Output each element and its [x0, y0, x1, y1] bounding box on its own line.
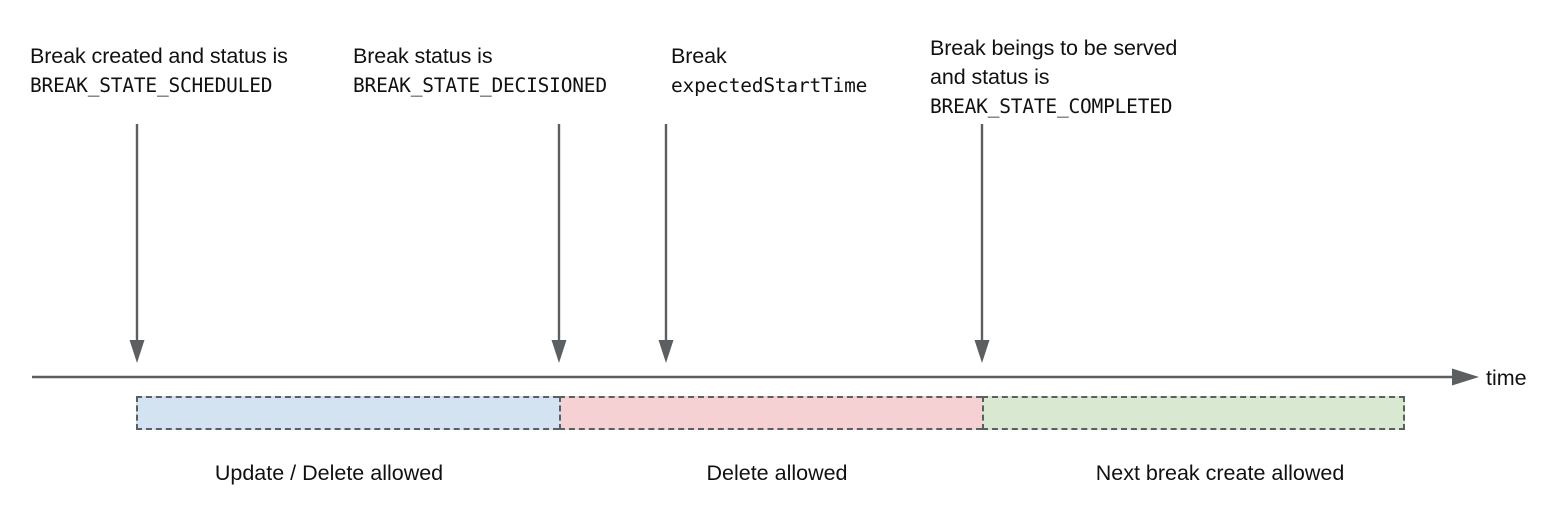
annotation-line-code: BREAK_STATE_DECISIONED [353, 74, 607, 97]
annotation-line: and status is [930, 65, 1050, 89]
marker-arrow-decisioned [550, 124, 568, 364]
annotation-line-code: BREAK_STATE_COMPLETED [930, 95, 1173, 118]
annotation-expected-start-time: Break expectedStartTime [671, 42, 867, 100]
annotation-completed: Break beings to be served and status is … [930, 34, 1177, 121]
annotation-line: Break created and status is [30, 44, 288, 68]
phase-caption-update-delete: Update / Delete allowed [214, 461, 444, 485]
annotation-line: Break beings to be served [930, 36, 1178, 60]
marker-arrow-completed [973, 124, 991, 364]
annotation-line: Break status is [353, 44, 493, 68]
phase-bar-update-delete [136, 396, 559, 430]
marker-arrow-scheduled [128, 124, 146, 364]
down-arrow-icon [551, 124, 567, 363]
phase-caption-next-break-create: Next break create allowed [1095, 461, 1345, 485]
annotation-line-code: BREAK_STATE_SCHEDULED [30, 74, 273, 97]
phase-bar-next-break-create [982, 396, 1405, 430]
marker-arrow-expected-start-time [657, 124, 675, 364]
time-axis [32, 362, 1482, 394]
phase-bar-delete-only [559, 396, 982, 430]
down-arrow-icon [658, 124, 674, 363]
annotation-line-code: expectedStartTime [671, 74, 868, 97]
right-arrow-icon [32, 368, 1479, 386]
down-arrow-icon [129, 124, 145, 363]
annotation-decisioned: Break status is BREAK_STATE_DECISIONED [353, 42, 607, 100]
annotation-scheduled: Break created and status is BREAK_STATE_… [30, 42, 288, 100]
time-axis-label: time [1486, 366, 1527, 390]
phase-caption-delete-only: Delete allowed [706, 461, 848, 485]
down-arrow-icon [974, 124, 990, 363]
annotation-line: Break [671, 44, 727, 68]
